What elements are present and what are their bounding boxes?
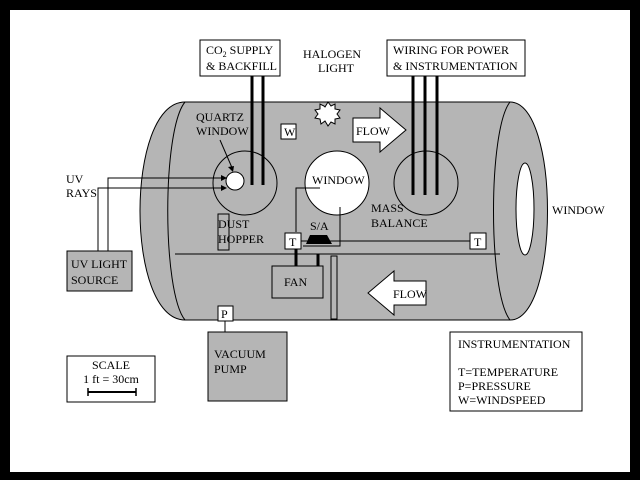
- vacuum-pump-line2: PUMP: [214, 362, 247, 376]
- instrumentation-legend: [449, 331, 583, 412]
- return-duct: [330, 255, 338, 320]
- mass-balance-frame-right: [303, 207, 341, 247]
- temp-sensor-left-label: T: [289, 235, 297, 249]
- temp-sensor-right: [469, 232, 487, 250]
- dust-hopper-line1: DUST: [218, 217, 250, 231]
- instrumentation-w: W=WINDSPEED: [458, 393, 546, 407]
- flow-arrow-top: [352, 106, 407, 154]
- scale-title: SCALE: [92, 358, 130, 372]
- uv-source-line2: SOURCE: [71, 273, 118, 287]
- scale-bar: [87, 388, 137, 396]
- quartz-label-line2: WINDOW: [196, 124, 249, 138]
- uv-ray-upper-head: [221, 175, 227, 181]
- dust-hopper: [217, 213, 230, 251]
- windspeed-sensor-label: W: [284, 125, 296, 139]
- uv-source-line1: UV LIGHT: [71, 257, 128, 271]
- scale-box: [66, 355, 156, 403]
- mass-balance-line1: MASS: [371, 201, 404, 215]
- halogen-light-icon: [314, 101, 341, 127]
- vacuum-pump-line1: VACUUM: [214, 347, 266, 361]
- temp-sensor-right-label: T: [474, 235, 482, 249]
- wiring-box: [386, 39, 526, 77]
- fan: [271, 265, 324, 299]
- scale-value: 1 ft = 30cm: [83, 372, 139, 386]
- co2-label-line2: & BACKFILL: [206, 59, 277, 73]
- quartz-window: [225, 171, 245, 191]
- halogen-label-line1: HALOGEN: [303, 47, 361, 61]
- co2-label-line1: CO2 SUPPLY: [206, 43, 273, 59]
- flow-arrow-bottom: [367, 269, 427, 317]
- instrumentation-t: T=TEMPERATURE: [458, 365, 558, 379]
- uv-ray-lower-head: [221, 185, 227, 191]
- vacuum-pump: [207, 331, 288, 402]
- uv-ray-upper: [107, 177, 226, 251]
- mass-balance-frame-left: [295, 187, 320, 232]
- sa-label: S/A: [310, 219, 329, 233]
- right-window-label: WINDOW: [552, 203, 605, 217]
- temp-sensor-left: [284, 232, 302, 250]
- uv-rays-line1: UV: [66, 172, 84, 186]
- instrumentation-title: INSTRUMENTATION: [458, 337, 571, 351]
- end-window: [515, 162, 535, 256]
- quartz-port: [212, 150, 278, 216]
- center-window-label: WINDOW: [312, 173, 365, 187]
- uv-light-source: [66, 250, 133, 292]
- mass-balance-line2: BALANCE: [371, 216, 428, 230]
- flow-bottom-label: FLOW: [393, 287, 428, 301]
- quartz-label-line1: QUARTZ: [196, 110, 244, 124]
- windspeed-sensor: [280, 123, 297, 140]
- center-window: [304, 150, 370, 216]
- flow-top-label: FLOW: [356, 124, 391, 138]
- wiring-label-line1: WIRING FOR POWER: [393, 43, 509, 57]
- dust-hopper-line2: HOPPER: [218, 232, 264, 246]
- wiring-label-line2: & INSTRUMENTATION: [393, 59, 518, 73]
- quartz-pointer: [219, 139, 234, 171]
- instrumentation-p: P=PRESSURE: [458, 379, 531, 393]
- quartz-pointer-head: [228, 166, 234, 172]
- sample-pan: [306, 235, 332, 244]
- uv-rays-line2: RAYS: [66, 186, 97, 200]
- pressure-sensor-label: P: [221, 307, 228, 321]
- uv-ray-lower: [97, 187, 226, 251]
- halogen-label-line2: LIGHT: [318, 61, 355, 75]
- fan-label: FAN: [284, 275, 307, 289]
- co2-supply-box: [199, 39, 281, 77]
